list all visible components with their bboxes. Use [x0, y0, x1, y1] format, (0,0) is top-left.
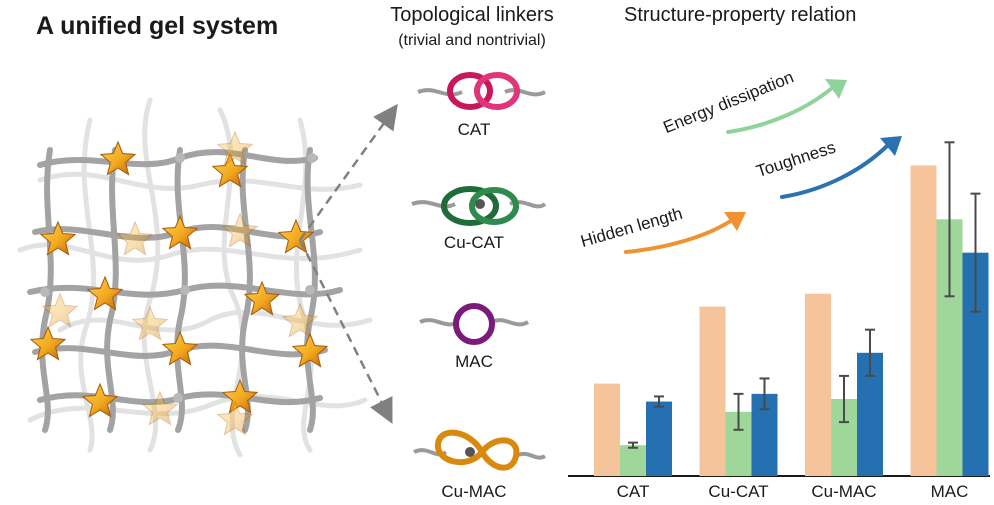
x-tick-label: CAT — [616, 482, 650, 501]
linker-star — [277, 218, 315, 254]
cu-cat-linker-icon — [411, 186, 547, 226]
bar-hidden-length — [910, 165, 937, 476]
linker-star — [81, 382, 119, 418]
linker-star — [221, 378, 259, 414]
linker-star — [141, 390, 179, 426]
pointer-arrow-bottom — [298, 239, 393, 424]
linker-star — [99, 140, 137, 176]
linker-label-cu-mac: Cu-MAC — [441, 482, 507, 501]
left-panel-title: A unified gel system — [36, 12, 279, 40]
energy-dissipation-arrowhead — [825, 79, 847, 99]
linker-star — [116, 220, 154, 256]
middle-panel-title: Topological linkers — [390, 4, 554, 26]
linker-star — [211, 152, 249, 188]
linker-label-cat: CAT — [457, 120, 491, 139]
mac-linker-icon — [419, 303, 530, 345]
x-tick-label: MAC — [930, 482, 969, 501]
linker-star — [291, 332, 329, 368]
bar-toughness — [646, 401, 672, 476]
cu-mac-linker-icon — [413, 429, 547, 471]
toughness-arrow — [780, 144, 889, 199]
toughness-arrowhead — [880, 136, 902, 156]
linker-star — [161, 214, 199, 250]
linker-label-mac: MAC — [455, 352, 493, 371]
x-tick-label: Cu-CAT — [708, 482, 769, 501]
energy-dissipation-arrow — [726, 86, 834, 134]
right-panel-title: Structure-property relation — [624, 4, 857, 26]
linker-star — [131, 305, 169, 341]
linker-star — [41, 292, 79, 328]
linker-star — [216, 400, 254, 436]
linker-star — [161, 330, 199, 366]
bar-hidden-length — [594, 383, 620, 476]
middle-panel-subtitle: (trivial and nontrivial) — [398, 32, 546, 49]
hidden-length-arrowhead — [724, 212, 746, 231]
x-tick-label: Cu-MAC — [811, 482, 877, 501]
pointer-arrows — [298, 103, 398, 424]
hidden-length-arrow — [624, 218, 734, 254]
linker-stars — [29, 130, 329, 436]
pointer-arrow-top — [298, 103, 398, 241]
linker-star — [281, 302, 319, 338]
bar-hidden-length — [699, 306, 726, 476]
linker-star — [86, 275, 124, 311]
linker-star — [221, 212, 259, 248]
linker-star — [29, 325, 67, 361]
linker-star — [216, 130, 254, 166]
cat-linker-icon — [417, 72, 546, 110]
bar-energy-dissipation — [620, 445, 646, 476]
linker-label-cu-cat: Cu-CAT — [443, 233, 505, 252]
bar-chart — [568, 141, 990, 477]
bar-hidden-length — [805, 293, 831, 476]
linker-star — [243, 280, 281, 316]
trend-arrows — [624, 79, 902, 254]
linker-star — [39, 220, 77, 256]
